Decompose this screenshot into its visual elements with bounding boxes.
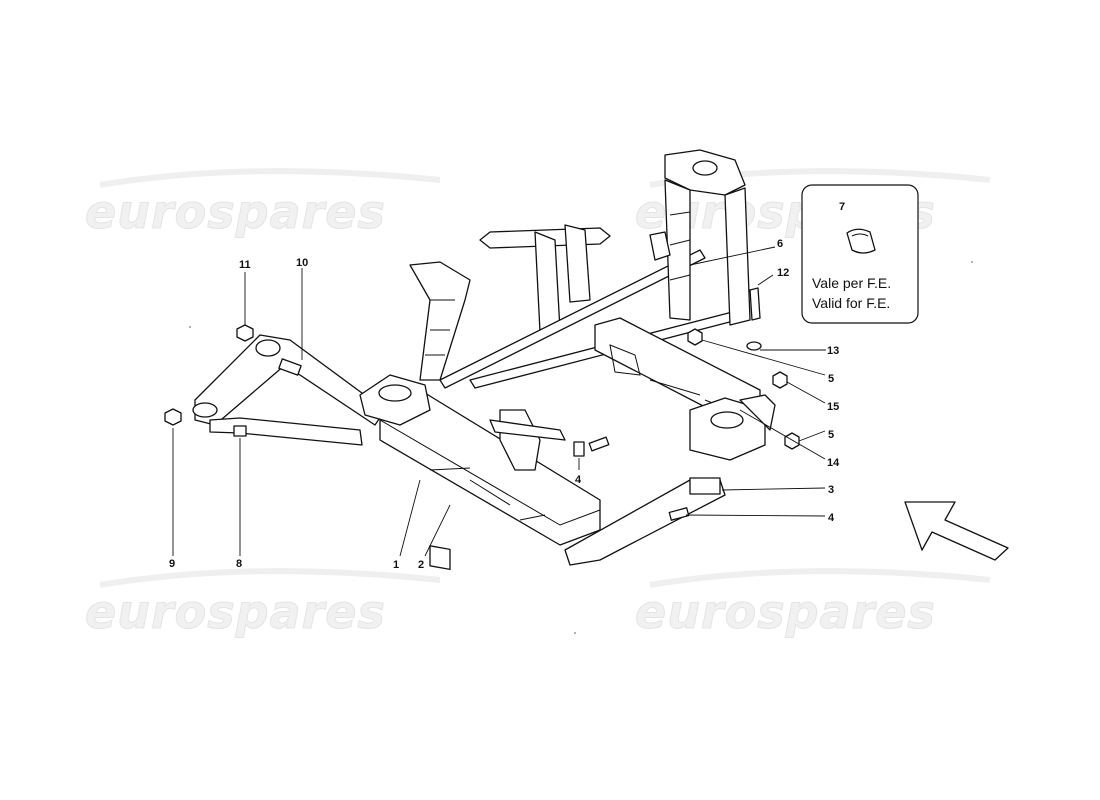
callout-1: 1 (393, 559, 399, 571)
bolt-part-4-center (573, 441, 585, 457)
callout-10: 10 (296, 257, 308, 269)
callout-numbers: 11 10 9 8 1 2 4 6 12 13 5 15 5 14 3 4 (169, 238, 840, 571)
direction-arrow-icon (904, 501, 1009, 561)
specks (189, 261, 973, 634)
watermark-top-left: eurospares (85, 185, 386, 239)
callout-15: 15 (827, 401, 839, 413)
watermark-bottom-left: eurospares (85, 585, 386, 639)
watermark-bottom-right: eurospares (635, 585, 936, 639)
nut-part-5-lower (784, 432, 800, 450)
callout-9: 9 (169, 558, 175, 570)
callout-7: 7 (839, 201, 845, 213)
callout-2: 2 (418, 559, 424, 571)
callout-8: 8 (236, 558, 242, 570)
clip-part-7 (846, 228, 876, 254)
callout-12: 12 (777, 267, 789, 279)
callout-11: 11 (239, 259, 251, 271)
inset-note-english: Valid for F.E. (812, 295, 890, 311)
hardware (164, 287, 800, 457)
frame-drawing (192, 149, 776, 571)
callout-3: 3 (828, 484, 834, 496)
callout-6: 6 (777, 238, 783, 250)
inset-box: 7 Vale per F.E. Valid for F.E. (801, 184, 919, 324)
callout-4-center: 4 (575, 474, 582, 486)
callout-5-upper: 5 (828, 373, 834, 385)
nut-part-11 (236, 324, 254, 342)
bolt-part-8 (233, 425, 247, 437)
callout-5-lower: 5 (828, 429, 834, 441)
leader-lines (172, 209, 857, 557)
callout-14: 14 (827, 457, 840, 469)
bolt-part-12 (749, 287, 761, 321)
nut-part-9 (164, 408, 182, 426)
callout-13: 13 (827, 345, 839, 357)
inset-note-italian: Vale per F.E. (812, 275, 891, 291)
washer-part-13 (746, 341, 762, 351)
callout-4-right: 4 (828, 512, 835, 524)
nut-part-5-upper (687, 328, 703, 346)
nut-part-15 (772, 371, 788, 389)
